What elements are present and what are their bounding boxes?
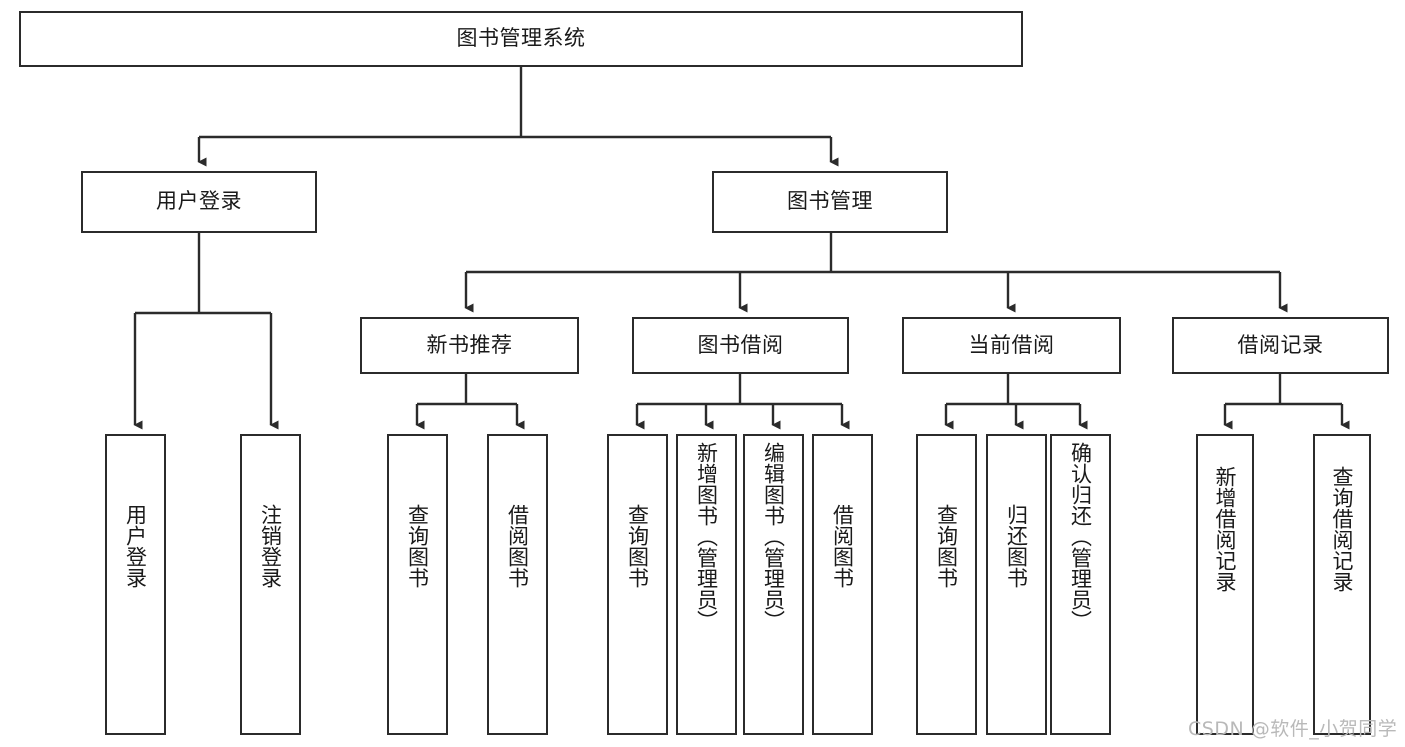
node-leaf-query-book-rec[interactable]: 查询图书: [387, 434, 448, 735]
node-leaf-return-book-label: 归还图书: [1004, 504, 1029, 588]
node-book-manage[interactable]: 图书管理: [712, 171, 948, 233]
node-book-manage-label: 图书管理: [787, 189, 873, 214]
node-leaf-add-record-label: 新增借阅记录: [1213, 466, 1238, 592]
node-leaf-user-login[interactable]: 用户登录: [105, 434, 166, 735]
csdn-watermark: CSDN @软件_小贺同学: [1188, 718, 1398, 740]
node-leaf-borrow-book-bor[interactable]: 借阅图书: [812, 434, 873, 735]
node-leaf-confirm-return[interactable]: 确认归还（管理员）: [1050, 434, 1111, 735]
node-leaf-logout-login-label: 注销登录: [258, 504, 283, 588]
node-leaf-query-record[interactable]: 查询借阅记录: [1313, 434, 1371, 735]
node-leaf-return-book[interactable]: 归还图书: [986, 434, 1047, 735]
node-book-borrow[interactable]: 图书借阅: [632, 317, 849, 374]
node-new-book-recommend-label: 新书推荐: [426, 332, 513, 357]
node-leaf-add-record[interactable]: 新增借阅记录: [1196, 434, 1254, 735]
node-leaf-borrow-book-bor-label: 借阅图书: [830, 504, 855, 588]
node-current-borrow-label: 当前借阅: [968, 332, 1055, 357]
node-user-login-label: 用户登录: [156, 189, 242, 214]
node-leaf-user-login-label: 用户登录: [123, 504, 148, 588]
node-leaf-add-book[interactable]: 新增图书（管理员）: [676, 434, 737, 735]
node-current-borrow[interactable]: 当前借阅: [902, 317, 1121, 374]
node-leaf-query-record-label: 查询借阅记录: [1330, 466, 1355, 592]
node-leaf-logout-login[interactable]: 注销登录: [240, 434, 301, 735]
node-root-label: 图书管理系统: [456, 26, 586, 51]
node-borrow-record-label: 借阅记录: [1237, 332, 1324, 357]
node-leaf-borrow-book-rec-label: 借阅图书: [505, 504, 530, 588]
node-borrow-record[interactable]: 借阅记录: [1172, 317, 1389, 374]
node-leaf-query-book-cur-label: 查询图书: [934, 504, 959, 588]
node-leaf-query-book-bor[interactable]: 查询图书: [607, 434, 668, 735]
node-leaf-borrow-book-rec[interactable]: 借阅图书: [487, 434, 548, 735]
node-user-login[interactable]: 用户登录: [81, 171, 317, 233]
node-leaf-edit-book[interactable]: 编辑图书（管理员）: [743, 434, 804, 735]
node-leaf-query-book-rec-label: 查询图书: [405, 504, 430, 588]
node-root[interactable]: 图书管理系统: [19, 11, 1023, 67]
node-leaf-query-book-bor-label: 查询图书: [625, 504, 650, 588]
node-leaf-edit-book-label: 编辑图书（管理员）: [761, 442, 786, 631]
node-new-book-recommend[interactable]: 新书推荐: [360, 317, 579, 374]
node-leaf-query-book-cur[interactable]: 查询图书: [916, 434, 977, 735]
node-book-borrow-label: 图书借阅: [697, 332, 784, 357]
node-leaf-add-book-label: 新增图书（管理员）: [694, 442, 719, 631]
node-leaf-confirm-return-label: 确认归还（管理员）: [1068, 442, 1093, 631]
